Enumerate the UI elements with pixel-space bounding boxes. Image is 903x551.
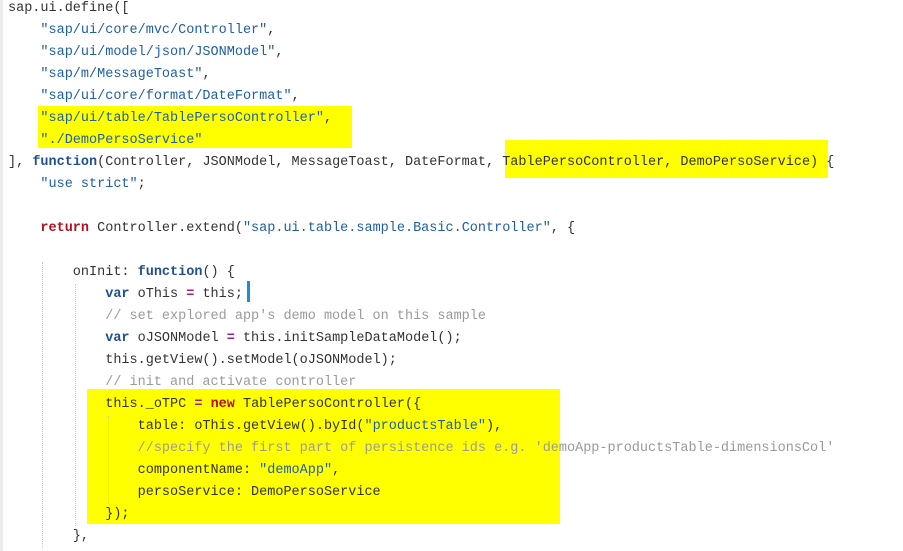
code-line: persoService: DemoPersoService <box>8 482 834 504</box>
code-token: "sap/ui/table/TablePersoController" <box>40 111 324 126</box>
code-token: Controller.extend( <box>89 221 243 236</box>
code-token: "./DemoPersoService" <box>40 133 203 148</box>
code-token: = <box>194 397 203 412</box>
code-token: = <box>186 287 195 302</box>
code-line <box>8 196 834 218</box>
code-token: , <box>267 23 276 38</box>
code-line: "sap/ui/core/format/DateFormat", <box>8 86 834 108</box>
code-token: "productsTable" <box>364 419 486 434</box>
code-token: this._oTPC <box>8 397 195 412</box>
code-token: sap.ui.define([ <box>8 1 130 16</box>
code-line: this.getView().setModel(oJSONModel); <box>8 350 834 372</box>
code-line: table: oThis.getView().byId("productsTab… <box>8 416 834 438</box>
code-token <box>8 133 40 148</box>
code-token: function <box>32 155 98 170</box>
indent-guide <box>108 416 109 504</box>
code-token: "use strict" <box>40 177 138 192</box>
indent-guide <box>75 284 76 526</box>
code-line: ], function(Controller, JSONModel, Messa… <box>8 152 834 174</box>
code-token: persoService: DemoPersoService <box>8 485 381 500</box>
code-token <box>8 111 40 126</box>
code-token: , <box>332 463 341 478</box>
code-token: this.initSampleDataModel(); <box>234 331 462 346</box>
code-token: componentName: <box>8 463 260 478</box>
indent-guide <box>42 262 43 548</box>
code-token: new <box>210 397 235 412</box>
code-token <box>8 331 105 346</box>
code-token <box>8 441 138 456</box>
code-token: "demoApp" <box>259 463 333 478</box>
code-line: "sap/ui/model/json/JSONModel", <box>8 42 834 64</box>
code-line: "./DemoPersoService" <box>8 130 834 152</box>
code-token: "sap/m/MessageToast" <box>40 67 203 82</box>
code-token: , <box>202 67 211 82</box>
code-token: = <box>226 331 235 346</box>
code-token: //specify the first part of persistence … <box>137 441 835 456</box>
code-line: return Controller.extend("sap.ui.table.s… <box>8 218 834 240</box>
code-token: var <box>105 287 130 302</box>
code-token: , <box>323 111 333 126</box>
code-line: var oJSONModel = this.initSampleDataMode… <box>8 328 834 350</box>
highlight-imports <box>38 106 352 148</box>
code-line: "sap/ui/core/mvc/Controller", <box>8 20 834 42</box>
code-token: "sap/ui/core/format/DateFormat" <box>40 89 292 104</box>
code-token: }); <box>8 507 130 522</box>
code-token <box>8 177 40 192</box>
code-token <box>8 89 40 104</box>
code-token: return <box>40 221 90 236</box>
code-line <box>8 240 834 262</box>
code-token <box>8 375 105 390</box>
code-line: //specify the first part of persistence … <box>8 438 835 460</box>
code-token: , <box>275 45 284 60</box>
code-line: "use strict"; <box>8 174 834 196</box>
code-line: // init and activate controller <box>8 372 834 394</box>
highlight-controller-init <box>87 389 560 524</box>
highlight-params <box>505 140 828 178</box>
code-token: "sap/ui/model/json/JSONModel" <box>40 45 276 60</box>
code-editor[interactable]: sap.ui.define([ "sap/ui/core/mvc/Control… <box>8 0 834 548</box>
code-line: }); <box>8 504 834 526</box>
code-token: // init and activate controller <box>105 375 357 390</box>
code-line: // set explored app's demo model on this… <box>8 306 834 328</box>
code-line: "sap/ui/table/TablePersoController", <box>8 108 834 130</box>
code-token: this.getView().setModel(oJSONModel); <box>8 353 397 368</box>
code-token <box>202 397 210 412</box>
code-token <box>8 45 40 60</box>
code-line: sap.ui.define([ <box>8 0 834 20</box>
code-token: ), <box>486 419 503 434</box>
code-token: oJSONModel <box>129 331 227 346</box>
code-token: }, <box>8 529 90 544</box>
code-token: var <box>105 331 130 346</box>
code-token: function <box>137 265 203 280</box>
code-token: // set explored app's demo model on this… <box>105 309 486 324</box>
code-token: ; <box>137 177 146 192</box>
code-line: var oThis = this; <box>8 284 834 306</box>
code-token <box>8 67 40 82</box>
code-line: }, <box>8 526 834 548</box>
code-token: (Controller, JSONModel, MessageToast, Da… <box>97 155 835 170</box>
code-token: , <box>291 89 300 104</box>
code-token: "sap/ui/core/mvc/Controller" <box>40 23 268 38</box>
code-token: "sap.ui.table.sample.Basic.Controller" <box>242 221 551 236</box>
code-token: () { <box>202 265 235 280</box>
code-line: "sap/m/MessageToast", <box>8 64 834 86</box>
code-token: onInit: <box>8 265 138 280</box>
code-token: , { <box>550 221 576 236</box>
code-token <box>8 23 40 38</box>
code-token <box>8 221 40 236</box>
text-cursor <box>247 281 250 302</box>
code-token: TablePersoController({ <box>234 397 422 412</box>
code-token <box>8 309 105 324</box>
editor-gutter <box>0 0 3 551</box>
code-token <box>8 287 105 302</box>
code-token: this; <box>194 287 243 302</box>
code-line: componentName: "demoApp", <box>8 460 834 482</box>
code-line: this._oTPC = new TablePersoController({ <box>8 394 834 416</box>
code-token: ], <box>8 155 33 170</box>
code-line: onInit: function() { <box>8 262 834 284</box>
code-token: table: oThis.getView().byId( <box>8 419 365 434</box>
code-token: oThis <box>129 287 187 302</box>
